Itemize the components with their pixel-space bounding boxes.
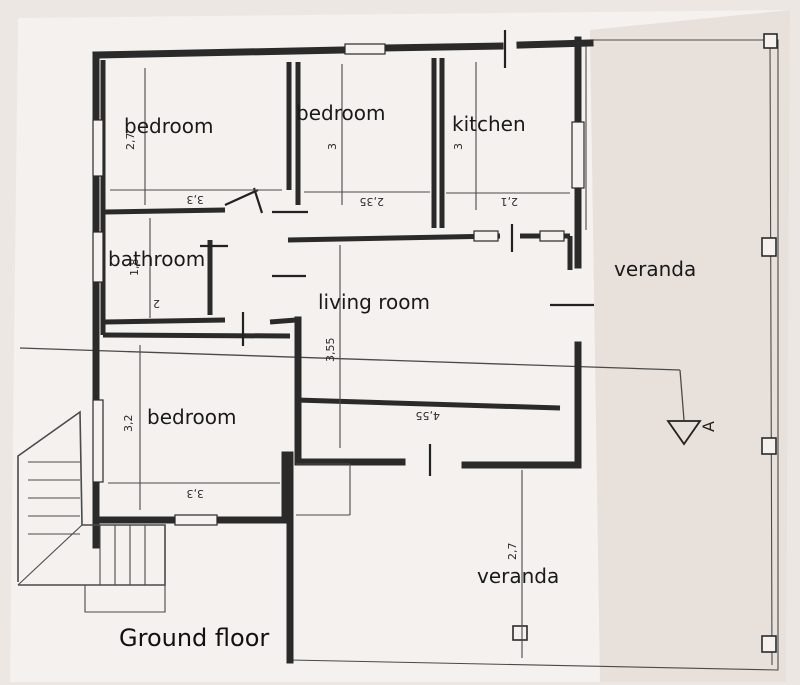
dim-bath-height: 1,8 bbox=[128, 259, 141, 277]
room-label-veranda-bottom: veranda bbox=[477, 564, 559, 588]
dim-bed1-height: 2,7 bbox=[124, 133, 137, 151]
room-label-bedroom-top-left: bedroom bbox=[124, 114, 213, 138]
window bbox=[344, 43, 386, 55]
floor-title: Ground floor bbox=[119, 624, 269, 652]
room-labels: bedroom bedroom kitchen bathroom living … bbox=[108, 101, 696, 588]
window bbox=[539, 230, 565, 242]
dim-kitchen-width: 2,1 bbox=[501, 195, 519, 208]
window bbox=[174, 514, 218, 526]
pillars bbox=[512, 33, 778, 653]
window bbox=[92, 399, 104, 483]
window bbox=[92, 231, 104, 283]
window bbox=[473, 230, 499, 242]
window bbox=[92, 119, 104, 177]
dim-bed3-height: 3,2 bbox=[122, 415, 135, 433]
room-label-veranda-right: veranda bbox=[614, 257, 696, 281]
room-label-bedroom-top-mid: bedroom bbox=[296, 101, 385, 125]
doors bbox=[200, 30, 594, 476]
paper-shadow bbox=[590, 10, 790, 682]
dim-living-width: 4,55 bbox=[416, 409, 441, 422]
windows bbox=[92, 43, 585, 526]
dim-kitchen-height: 3 bbox=[452, 143, 465, 150]
dim-bed1-width: 3,3 bbox=[187, 193, 205, 206]
room-label-kitchen: kitchen bbox=[452, 112, 526, 136]
dim-bed2-height: 3 bbox=[326, 143, 339, 150]
section-marker: A bbox=[699, 421, 718, 432]
section-arrow-icon bbox=[666, 420, 702, 446]
staircase bbox=[17, 410, 166, 613]
dim-bed2-width: 2,35 bbox=[360, 195, 385, 208]
dim-bath-width: 2 bbox=[153, 297, 160, 310]
room-label-bathroom: bathroom bbox=[108, 247, 205, 271]
dim-veranda-height: 2,7 bbox=[506, 543, 519, 561]
room-label-bedroom-bottom: bedroom bbox=[147, 405, 236, 429]
dimension-labels: 2,7 3,3 3 2,35 3 2,1 1,8 2 3,55 4,55 3,2… bbox=[122, 133, 519, 561]
window bbox=[571, 121, 585, 189]
room-label-living-room: living room bbox=[318, 290, 430, 314]
section-line: A bbox=[19, 347, 718, 446]
dim-living-height: 3,55 bbox=[324, 338, 337, 363]
dim-bed3-width: 3,3 bbox=[187, 487, 205, 500]
dimension-lines bbox=[108, 62, 570, 658]
